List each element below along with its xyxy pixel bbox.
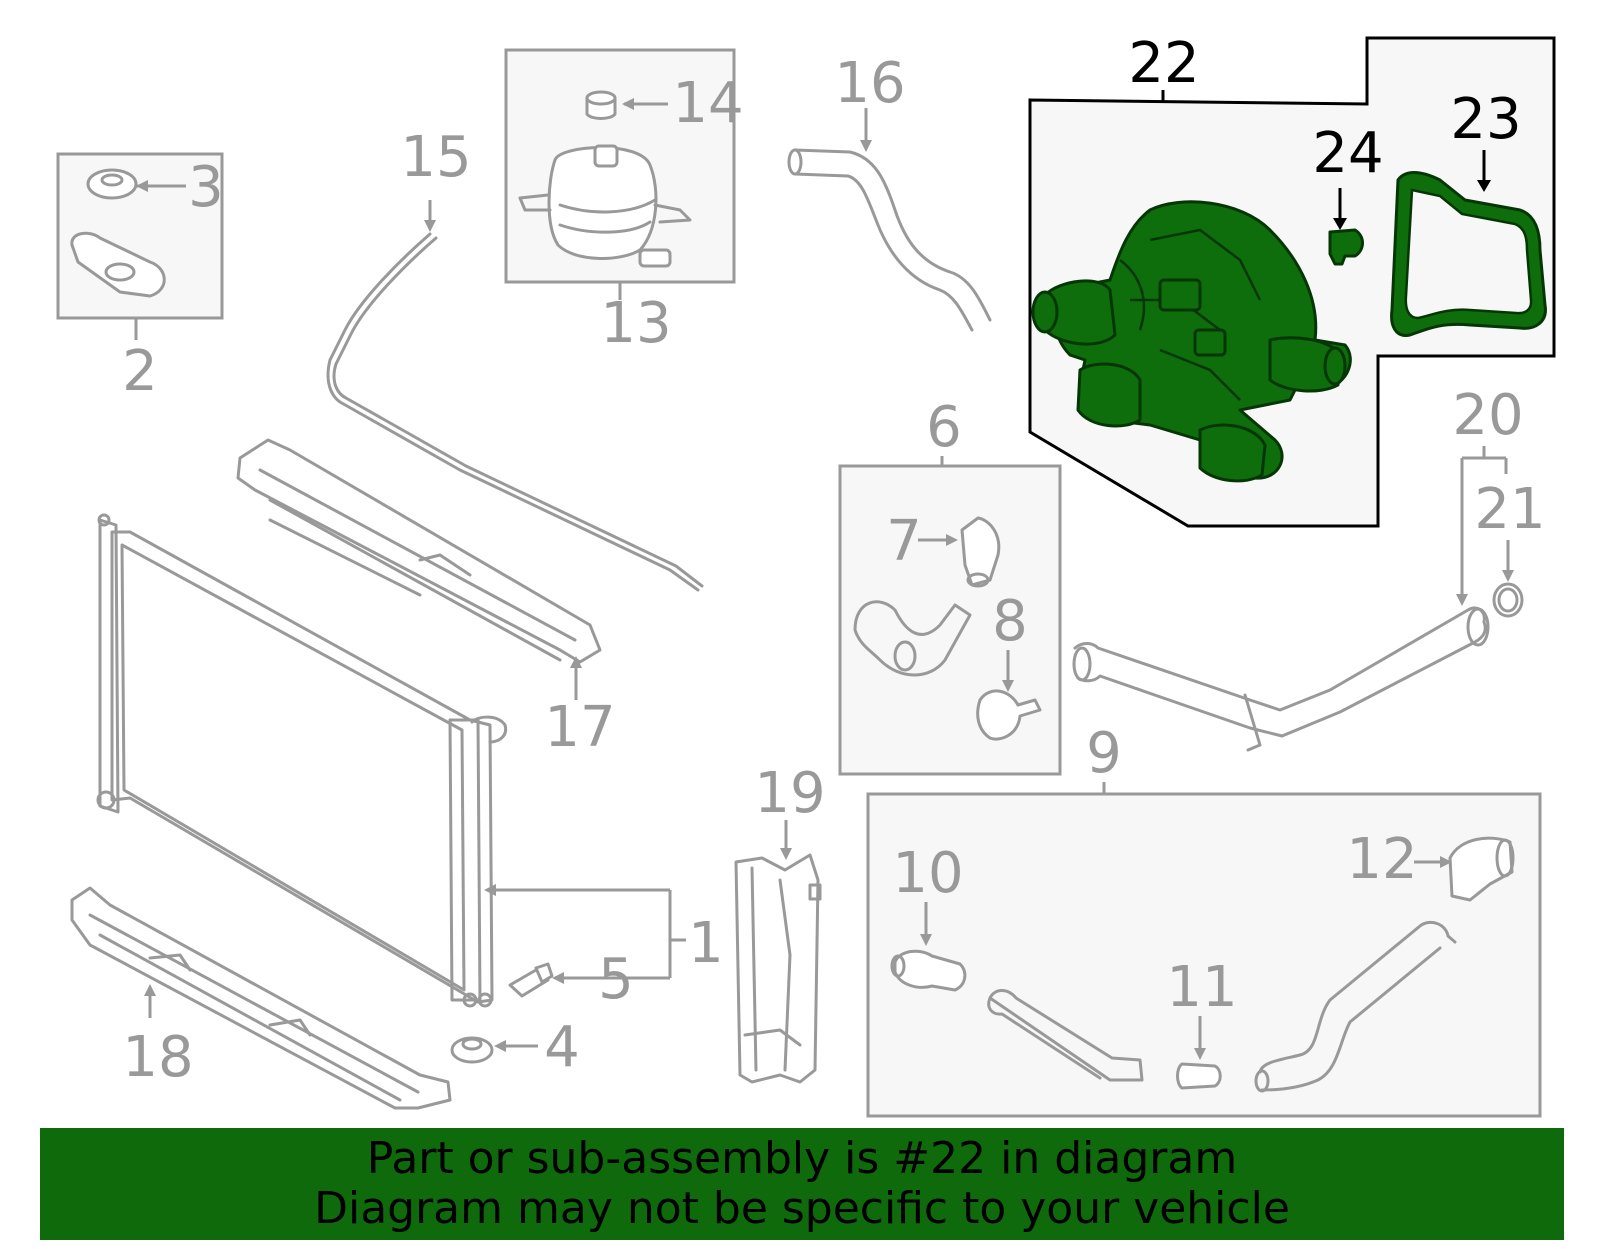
callout-21: 21	[1474, 477, 1545, 542]
group-box-9	[866, 782, 1542, 1118]
callout-6: 6	[926, 395, 962, 460]
callout-10: 10	[892, 841, 963, 906]
callout-8: 8	[992, 589, 1028, 654]
group-box-13	[504, 48, 736, 300]
part-17-bracket	[236, 438, 602, 700]
part-1-radiator	[96, 513, 686, 1008]
group-box-2	[56, 152, 224, 340]
banner-line-2: Diagram may not be specific to your vehi…	[314, 1183, 1290, 1234]
callout-23: 23	[1450, 87, 1521, 152]
callout-16: 16	[834, 51, 905, 116]
banner-line-1: Part or sub-assembly is #22 in diagram	[366, 1133, 1238, 1184]
callout-18: 18	[122, 1025, 193, 1090]
group-box-6	[838, 456, 1062, 776]
part-4-grommet	[450, 1036, 538, 1064]
part-18-guide	[70, 886, 452, 1110]
part-5-plug	[508, 962, 554, 998]
callout-11: 11	[1166, 955, 1237, 1020]
callout-20: 20	[1452, 383, 1523, 448]
callout-24: 24	[1312, 121, 1383, 186]
callout-1: 1	[688, 911, 724, 976]
callout-22: 22	[1128, 31, 1199, 96]
callout-3: 3	[188, 155, 224, 220]
part-19-guide	[734, 820, 822, 1084]
callout-15: 15	[400, 125, 471, 190]
part-16-hose	[787, 108, 992, 332]
part-15-line	[326, 200, 704, 592]
callout-4: 4	[544, 1015, 580, 1080]
callout-14: 14	[672, 71, 743, 136]
callout-7: 7	[886, 509, 922, 574]
callout-13: 13	[600, 291, 671, 356]
callout-2: 2	[122, 339, 158, 404]
callout-5: 5	[598, 947, 634, 1012]
info-banner: Part or sub-assembly is #22 in diagram D…	[40, 1128, 1564, 1240]
callout-19: 19	[754, 761, 825, 826]
group-box-22	[1028, 36, 1556, 528]
callout-9: 9	[1086, 721, 1122, 786]
part-20-pipe	[1072, 446, 1524, 752]
callout-12: 12	[1346, 827, 1417, 892]
callout-17: 17	[544, 695, 615, 760]
